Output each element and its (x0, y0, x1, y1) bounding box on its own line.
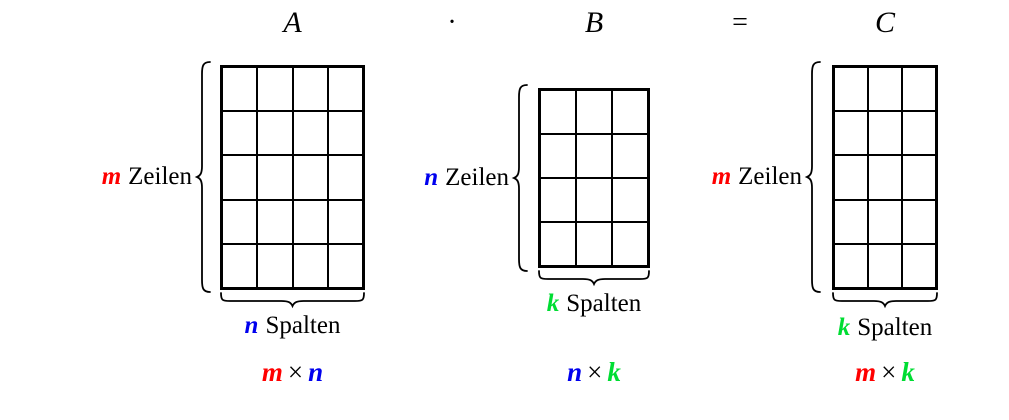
matrix-cell (868, 67, 902, 112)
matrix-cell (576, 134, 612, 178)
matrix-cell (834, 243, 868, 288)
matrix-c-cols-word: Spalten (857, 314, 933, 341)
matrix-cell (612, 222, 648, 266)
matrix-b-rows-word: Zeilen (445, 164, 509, 191)
matrix-c-dim-rows: m (855, 357, 877, 387)
matrix-cell (222, 67, 258, 112)
matrix-cell (834, 199, 868, 244)
matrix-b-rows-variable: n (424, 164, 439, 191)
matrix-cell (834, 67, 868, 112)
matrix-c-rows-variable: m (711, 163, 732, 190)
matrix-cell (327, 111, 363, 156)
matrix-c-left-brace-icon (804, 61, 821, 293)
matrix-cell (612, 90, 648, 134)
cdot-operator: · (447, 7, 457, 38)
equals-sign: = (732, 7, 748, 38)
matrix-a-cols-variable: n (244, 312, 259, 339)
matrix-cell (292, 155, 328, 200)
matrix-cell (327, 243, 363, 288)
matrix-cell (292, 67, 328, 112)
matrix-c-rows-word: Zeilen (738, 163, 802, 190)
matrix-cell (868, 155, 902, 200)
matrix-cell (834, 111, 868, 156)
matrix-c-under-brace-icon (832, 292, 938, 309)
matrix-cell (902, 67, 936, 112)
times-icon: × (287, 357, 304, 387)
matrix-cell (222, 155, 258, 200)
matrix-c-dim-cols: k (901, 357, 915, 387)
matrix-a-left-brace-icon (194, 61, 211, 293)
matrix-cell (327, 67, 363, 112)
matrix-a-dim-cols: n (308, 357, 324, 387)
matrix-c-grid (832, 65, 938, 290)
matrix-a-under-brace-icon (220, 292, 365, 309)
matrix-a-dim-rows: m (261, 357, 283, 387)
matrix-cell (902, 111, 936, 156)
matrix-cell (576, 178, 612, 222)
matrix-cell (327, 155, 363, 200)
matrix-cell (222, 199, 258, 244)
matrix-b-cols-word: Spalten (566, 290, 642, 317)
times-icon: × (587, 357, 603, 387)
matrix-a-dimension-label: m×n (220, 355, 365, 389)
matrix-cell (576, 222, 612, 266)
matrix-cell (902, 243, 936, 288)
matrix-cell (292, 111, 328, 156)
matrix-cell (327, 199, 363, 244)
matrix-cell (257, 67, 293, 112)
matrix-c-dimension-label: m×k (832, 355, 938, 389)
matrix-b-dim-rows: n (567, 357, 583, 387)
matrix-a-letter: A (283, 6, 302, 39)
matrix-cell (257, 155, 293, 200)
matrix-a-rows-word: Zeilen (128, 163, 192, 190)
matrix-b-dimension-label: n×k (538, 355, 650, 389)
matrix-b-grid (538, 88, 650, 268)
matrix-a-cols-word: Spalten (265, 312, 341, 339)
matrix-b-letter: B (584, 6, 604, 39)
matrix-cell (612, 134, 648, 178)
matrix-c-cols-variable: k (837, 314, 851, 341)
matrix-cell (540, 134, 576, 178)
matrix-cell (902, 199, 936, 244)
matrix-cell (576, 90, 612, 134)
matrix-cell (902, 155, 936, 200)
matrix-cell (257, 111, 293, 156)
matrix-cell (868, 199, 902, 244)
matrix-b-dim-cols: k (607, 357, 621, 387)
matrix-b-left-brace-icon (511, 84, 528, 272)
matrix-b-under-brace-icon (538, 270, 650, 287)
matrix-cell (834, 155, 868, 200)
matrix-cell (292, 199, 328, 244)
matrix-c-letter: C (874, 6, 895, 39)
matrix-cell (868, 111, 902, 156)
matrix-cell (540, 90, 576, 134)
matrix-a-rows-variable: m (101, 163, 122, 190)
matrix-cell (868, 243, 902, 288)
matrix-cell (540, 178, 576, 222)
matrix-cell (257, 243, 293, 288)
matrix-cell (612, 178, 648, 222)
matrix-cell (257, 199, 293, 244)
times-icon: × (881, 357, 897, 387)
matrix-cell (222, 243, 258, 288)
matrix-a-grid (220, 65, 365, 290)
matrix-cell (222, 111, 258, 156)
matrix-cell (540, 222, 576, 266)
matrix-cell (292, 243, 328, 288)
matrix-b-cols-variable: k (546, 290, 560, 317)
